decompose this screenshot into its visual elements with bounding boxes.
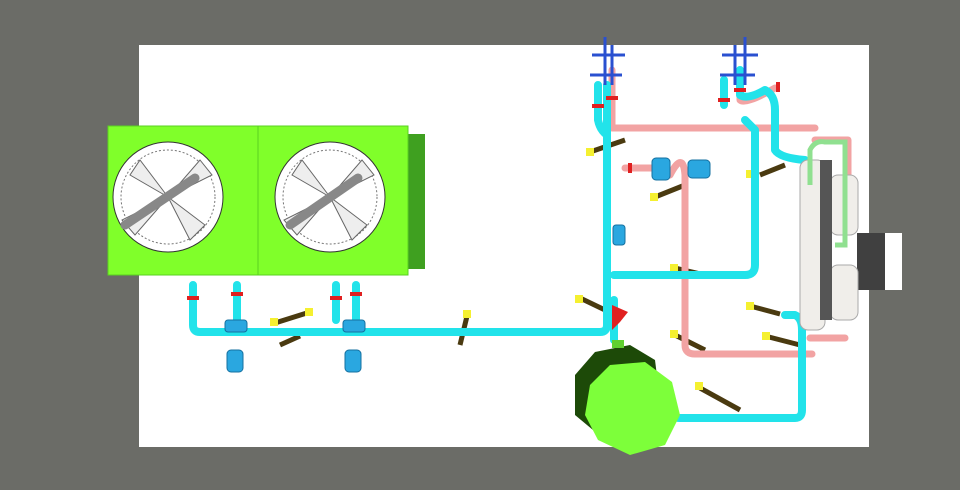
valve-icon (612, 305, 628, 330)
manifold (590, 37, 758, 85)
chiller-icon (799, 139, 902, 331)
support-plates (270, 148, 770, 390)
air-cooled-condenser (107, 125, 425, 276)
fan-icon (274, 141, 386, 253)
pump-icon (224, 157, 711, 373)
tank-icon (575, 340, 680, 455)
flanges (187, 82, 780, 300)
fan-icon (112, 141, 224, 253)
